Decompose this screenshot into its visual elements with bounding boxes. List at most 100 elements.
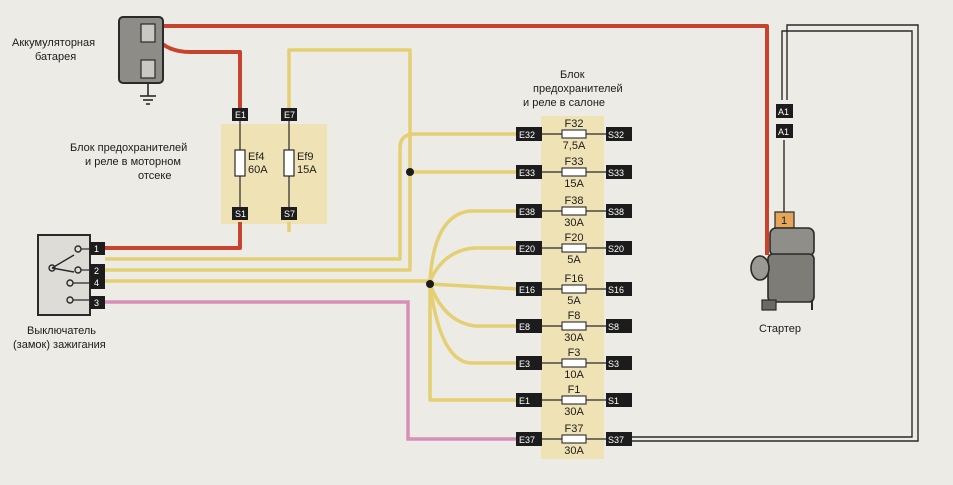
fuse-name: F1 bbox=[568, 384, 581, 396]
engine-pin-label: E7 bbox=[284, 110, 295, 120]
fuse-symbol bbox=[561, 321, 587, 331]
ignition-pin: 2 bbox=[94, 266, 99, 276]
fuse-out-pin-label: S16 bbox=[608, 285, 624, 295]
battery bbox=[118, 16, 164, 105]
fuse-in-connector bbox=[516, 282, 542, 296]
yellow-wires bbox=[105, 48, 519, 402]
fuse-in-connector bbox=[516, 432, 542, 446]
fuse-out-connector bbox=[606, 165, 632, 179]
starter-control-wire bbox=[630, 24, 919, 442]
fuse-in-pin-label: E1 bbox=[519, 396, 530, 406]
fuse-in-pin-label: E38 bbox=[519, 207, 535, 217]
fuse-symbol bbox=[561, 206, 587, 216]
fuse-rating: 30A bbox=[564, 217, 584, 229]
battery-to-ef4-wire bbox=[154, 36, 242, 108]
fuse-name: F33 bbox=[565, 156, 584, 168]
ignition-pin: 4 bbox=[94, 278, 99, 288]
starter-solenoid bbox=[769, 227, 815, 257]
starter-connector: A1 A1 bbox=[776, 104, 793, 138]
starter-pin-label: 1 bbox=[781, 215, 787, 227]
fuse-name: F8 bbox=[568, 310, 581, 322]
fuse-symbol bbox=[561, 434, 587, 444]
fuse-symbol bbox=[561, 284, 587, 294]
fuse-symbol bbox=[561, 358, 587, 368]
fuse-out-pin-label: S8 bbox=[608, 322, 619, 332]
fuse-in-pin-label: E8 bbox=[519, 322, 530, 332]
fuse-out-pin-label: S1 bbox=[608, 396, 619, 406]
junction-dot bbox=[426, 280, 434, 288]
fuse-out-connector bbox=[606, 319, 632, 333]
ignition-pin: 3 bbox=[94, 298, 99, 308]
fuse-out-connector bbox=[606, 356, 632, 370]
fuse-out-pin-label: S3 bbox=[608, 359, 619, 369]
cabin-block-label-line1: Блок bbox=[560, 69, 585, 81]
fuse-out-connector bbox=[606, 241, 632, 255]
engine-block-label-line1: Блок предохранителей bbox=[70, 142, 187, 154]
fuse-ef4-rating: 60A bbox=[248, 164, 268, 176]
fuse-symbol bbox=[561, 129, 587, 139]
engine-connectors: E1 E7 S1 S7 bbox=[232, 108, 297, 220]
fuse-in-connector bbox=[516, 393, 542, 407]
fuse-in-connector bbox=[516, 241, 542, 255]
fuse-out-connector bbox=[606, 204, 632, 218]
battery-to-starter-wire bbox=[156, 24, 769, 255]
pink-wire bbox=[105, 300, 518, 441]
fuse-in-pin-label: E3 bbox=[519, 359, 530, 369]
ignition-label-line1: Выключатель bbox=[27, 325, 96, 337]
fuse-rating: 5A bbox=[567, 295, 581, 307]
fuse-rating: 10A bbox=[564, 369, 584, 381]
fuse-in-pin-label: E33 bbox=[519, 168, 535, 178]
fuse-symbol bbox=[561, 167, 587, 177]
fuse-out-connector bbox=[606, 127, 632, 141]
starter-connector-pin: A1 bbox=[778, 107, 789, 117]
fuse-in-connector bbox=[516, 356, 542, 370]
fuse-name: F32 bbox=[565, 118, 584, 130]
fuse-in-pin-label: E16 bbox=[519, 285, 535, 295]
fuse-in-connector bbox=[516, 204, 542, 218]
fuse-in-connector bbox=[516, 127, 542, 141]
starter: 1 bbox=[750, 211, 815, 311]
fuse-out-pin-label: S33 bbox=[608, 168, 624, 178]
fuse-in-connector bbox=[516, 319, 542, 333]
battery-label-line1: Аккумуляторная bbox=[12, 37, 95, 49]
fuse-out-connector bbox=[606, 282, 632, 296]
fuse-ef4-name: Ef4 bbox=[248, 151, 265, 163]
fuse-in-pin-label: E37 bbox=[519, 435, 535, 445]
fuse-rating: 5A bbox=[567, 254, 581, 266]
ef4-to-ignition-wire bbox=[105, 222, 242, 250]
ignition-switch: 1 2 4 3 bbox=[37, 234, 105, 316]
starter-connector-pin: A1 bbox=[778, 127, 789, 137]
fuse-name: F38 bbox=[565, 195, 584, 207]
fuse-name: F3 bbox=[568, 347, 581, 359]
junction-dot bbox=[406, 168, 414, 176]
fuse-out-pin-label: S37 bbox=[608, 435, 624, 445]
fuse-in-connector bbox=[516, 165, 542, 179]
fuse-in-pin-label: E20 bbox=[519, 244, 535, 254]
engine-block-label-line2: и реле в моторном bbox=[85, 156, 181, 168]
fuse-ef9-rating: 15A bbox=[297, 164, 317, 176]
fuse-ef9-name: Ef9 bbox=[297, 151, 314, 163]
fuse-symbol bbox=[561, 243, 587, 253]
engine-pin-label: S1 bbox=[235, 209, 246, 219]
fuse-name: F20 bbox=[565, 232, 584, 244]
fuse-ef9-symbol bbox=[283, 149, 295, 177]
fuse-rating: 30A bbox=[564, 445, 584, 457]
engine-pin-label: E1 bbox=[235, 110, 246, 120]
fuse-out-connector bbox=[606, 393, 632, 407]
starter-label: Стартер bbox=[759, 323, 801, 335]
fuse-rating: 7,5A bbox=[563, 140, 586, 152]
fuse-in-pin-label: E32 bbox=[519, 130, 535, 140]
cabin-block-label-line3: и реле в салоне bbox=[523, 97, 605, 109]
red-wires bbox=[105, 24, 769, 255]
ignition-body bbox=[37, 234, 91, 316]
cabin-block-label-line2: предохранителей bbox=[533, 83, 623, 95]
